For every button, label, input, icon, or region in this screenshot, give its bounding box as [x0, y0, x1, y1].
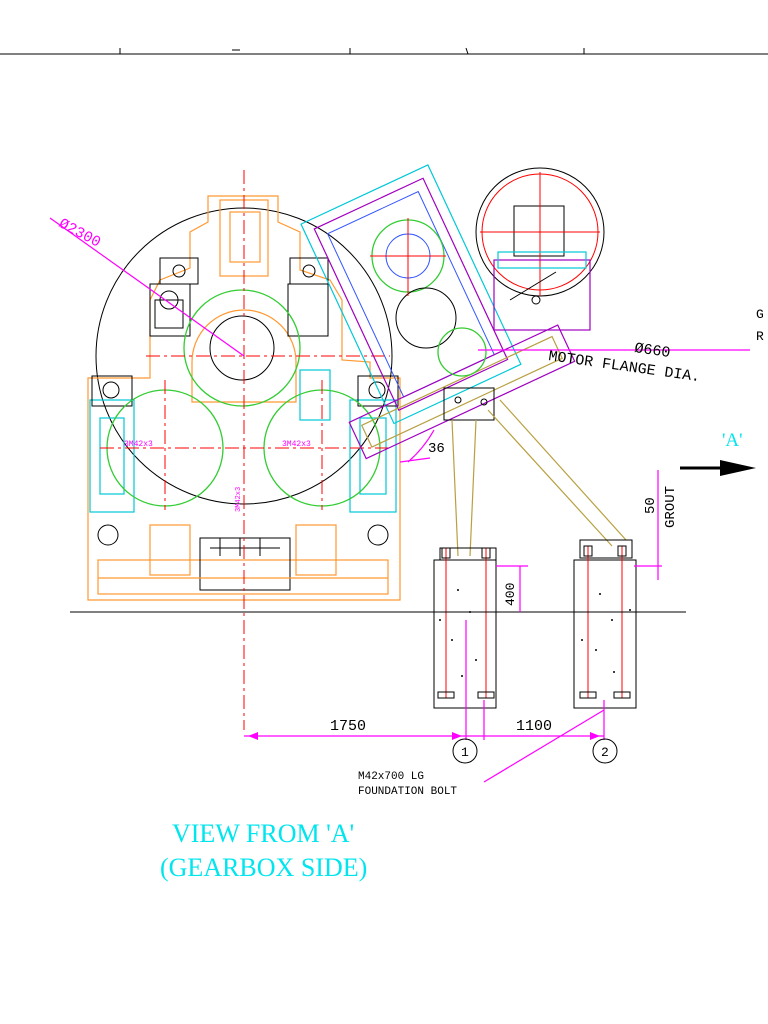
motor — [475, 167, 605, 331]
edge-label-g: G — [756, 307, 764, 322]
motor-flange-label: MOTOR FLANGE DIA. — [547, 348, 701, 386]
mirror-label-right: 3M42x3 — [282, 440, 311, 449]
grid-bubbles — [452, 709, 618, 783]
dim-400-label: 400 — [503, 583, 518, 606]
bolt-spec-line2: FOUNDATION BOLT — [358, 786, 457, 798]
grid-bubble-2 — [592, 738, 618, 764]
edge-label-r: R — [756, 329, 764, 344]
mirror-label-left: 3M42x3 — [124, 440, 153, 449]
grid-label-2: 2 — [601, 745, 609, 760]
bolt-spec-line1: M42x700 LG — [358, 771, 424, 783]
angle-36-label: 36 — [428, 441, 445, 457]
torque-arm-support — [439, 387, 633, 561]
view-title-line1: VIEW FROM 'A' — [172, 819, 354, 848]
grout-label: GROUT — [663, 486, 679, 528]
dimensions — [49, 217, 750, 740]
dia-2300-label: Ø2300 — [56, 215, 104, 251]
motor-gearbox-assembly — [300, 164, 576, 460]
centerlines — [100, 170, 390, 730]
dim-1100-label: 1100 — [516, 718, 552, 735]
sheet-top-border — [0, 47, 768, 55]
grid-bubble-1 — [452, 738, 478, 764]
mirror-label-center: 3M42x3 — [235, 487, 243, 512]
gearbox-housing — [87, 195, 401, 601]
grid-label-1: 1 — [461, 745, 469, 760]
housing-bolts — [91, 257, 399, 546]
view-arrow — [680, 460, 756, 476]
foundation-pedestals — [433, 545, 637, 709]
grout-dim-label: 50 — [643, 497, 659, 514]
view-title-line2: (GEARBOX SIDE) — [160, 853, 367, 882]
dia-660-label: Ø660 — [633, 340, 671, 362]
mirrored-annotations: 3M42x3 3M42x3 3M42x3 — [124, 440, 311, 512]
view-a-label: 'A' — [722, 430, 743, 451]
dim-1750-label: 1750 — [330, 718, 366, 735]
